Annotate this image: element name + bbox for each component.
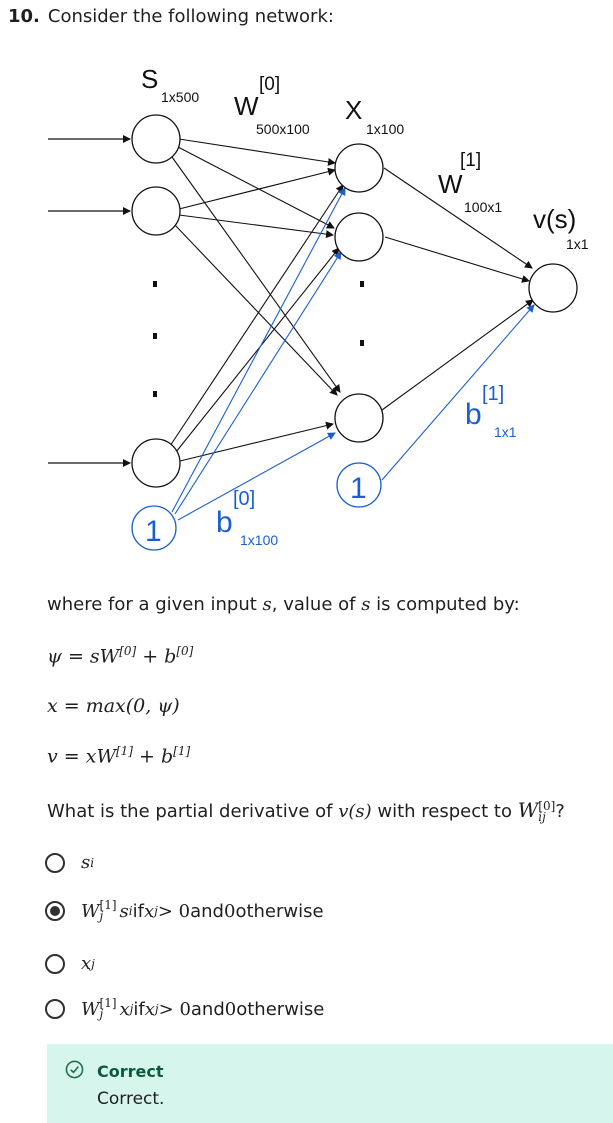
option-3-radio[interactable] (45, 953, 65, 974)
feedback-text: Correct. (97, 1089, 165, 1109)
input-node-1 (131, 114, 181, 164)
bias-node-1-label: 1 (350, 472, 367, 505)
question-title: Consider the following network: (47, 6, 334, 27)
w1-sup: [1] (460, 150, 481, 171)
b1-label: b (465, 398, 482, 431)
feedback-box: Correct Correct. (47, 1044, 613, 1123)
bias-node-0-label: 1 (145, 515, 162, 548)
question-prompt: What is the partial derivative of v(s) w… (47, 798, 565, 824)
network-diagram: 1 1 S 1x500 W [0] 500x100 X 1x100 W [1] … (48, 64, 589, 551)
equation-psi: ψ = sW[0] + b[0] (47, 644, 194, 668)
equation-x: x = max(0, ψ) (47, 695, 180, 717)
b0-sup: [0] (233, 488, 255, 510)
bias-node-1 (336, 462, 382, 508)
question-header: 10. Consider the following network: (8, 6, 334, 27)
input-node-n (131, 438, 181, 488)
hidden-node-1 (334, 143, 384, 193)
b0-dim: 1x100 (240, 532, 278, 548)
check-circle-icon (65, 1060, 84, 1079)
s-dim: 1x500 (161, 89, 199, 105)
question-number: 10. (8, 6, 40, 27)
hidden-node-n (334, 393, 384, 443)
w1-label: W (438, 169, 463, 199)
input-node-2 (131, 186, 181, 236)
w0-dim: 500x100 (256, 121, 310, 137)
option-2-radio-selected[interactable] (45, 901, 65, 921)
s-label: S (141, 64, 158, 94)
w0-sup: [0] (259, 74, 280, 95)
b0-label: b (216, 506, 233, 539)
v-label: v(s) (533, 204, 576, 234)
ellipsis-dots (153, 281, 364, 397)
feedback-title: Correct (97, 1062, 164, 1081)
b1-dim: 1x1 (494, 424, 517, 440)
bias-node-0 (131, 505, 177, 551)
x-dim: 1x100 (366, 121, 404, 137)
w1-dim: 100x1 (464, 199, 502, 215)
option-1-radio[interactable] (45, 852, 65, 873)
weights-layer1 (381, 167, 534, 411)
equation-v: v = xW[1] + b[1] (47, 744, 191, 768)
description-text: where for a given input s, value of s is… (47, 594, 520, 615)
v-dim: 1x1 (566, 236, 589, 252)
input-arrows (48, 135, 131, 467)
bias-layer0-arrows (171, 187, 346, 521)
x-label: X (345, 95, 362, 125)
hidden-node-2 (334, 212, 384, 262)
b1-sup: [1] (482, 383, 504, 405)
bias-layer1-arrow (381, 304, 535, 481)
output-node (528, 263, 578, 313)
weights-layer0 (169, 138, 344, 462)
option-4-radio[interactable] (45, 999, 65, 1019)
w0-label: W (234, 91, 259, 121)
